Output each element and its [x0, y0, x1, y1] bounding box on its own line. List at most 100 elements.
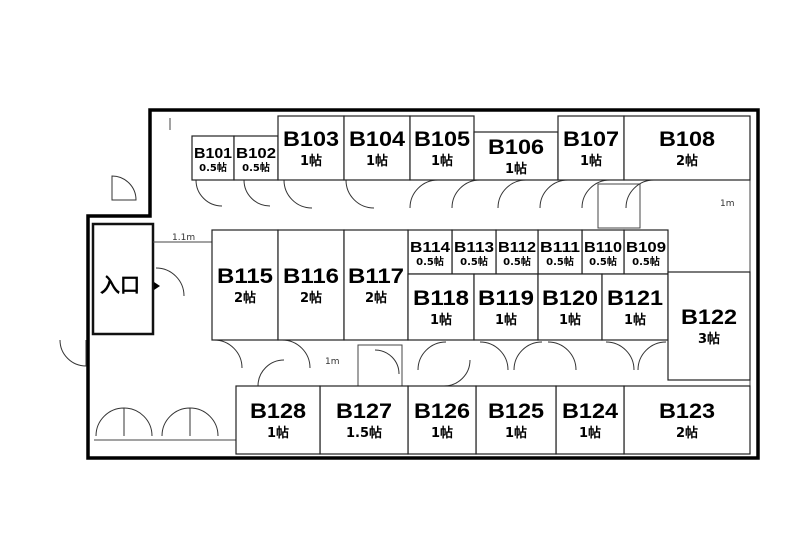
door-swing: [243, 179, 271, 207]
room-size-label: 1帖: [624, 312, 646, 328]
room-box: [233, 135, 279, 181]
room-box: [407, 229, 453, 275]
room-size-label: 1帖: [505, 425, 527, 441]
room-id-label: B105: [414, 128, 470, 151]
room-b121: B121 1帖: [601, 273, 669, 341]
room-size-label: 0.5帖: [546, 255, 574, 268]
room-size-label: 1.5帖: [346, 425, 382, 441]
room-size-label: 1帖: [559, 312, 581, 328]
door-swing: [59, 339, 87, 367]
room-id-label: B108: [659, 128, 715, 151]
room-b127: B127 1.5帖: [319, 385, 409, 455]
room-box: [475, 385, 557, 455]
shaft-box: [597, 183, 641, 229]
door-swing: [161, 407, 191, 437]
door-swing: [513, 341, 543, 371]
room-id-label: B111: [540, 239, 580, 256]
room-box: [537, 273, 603, 341]
door-swing: [195, 179, 223, 207]
room-box: [343, 115, 411, 181]
door-swing: [605, 341, 635, 371]
room-box: [451, 229, 497, 275]
room-b120: B120 1帖: [537, 273, 603, 341]
room-id-label: B113: [454, 239, 494, 256]
room-size-label: 1帖: [580, 153, 602, 169]
room-id-label: B106: [488, 136, 544, 159]
room-b124: B124 1帖: [555, 385, 625, 455]
room-box: [601, 273, 669, 341]
room-id-label: B109: [626, 239, 666, 256]
room-size-label: 0.5帖: [460, 255, 488, 268]
room-id-label: B110: [584, 239, 622, 256]
door-swing: [189, 407, 219, 437]
room-box: [409, 115, 475, 181]
room-id-label: B115: [217, 265, 273, 288]
room-size-label: 2帖: [365, 290, 387, 306]
room-size-label: 2帖: [300, 290, 322, 306]
room-id-label: B112: [498, 239, 536, 256]
room-id-label: B127: [336, 400, 392, 423]
door-swing: [443, 359, 471, 387]
room-id-label: B107: [563, 128, 619, 151]
room-box: [555, 385, 625, 455]
door-swing: [111, 175, 137, 201]
room-box: [473, 273, 539, 341]
room-size-label: 1帖: [430, 312, 452, 328]
room-size-label: 1帖: [267, 425, 289, 441]
door-swing: [637, 341, 667, 371]
door-swing: [547, 341, 577, 371]
room-box: [581, 229, 625, 275]
room-id-label: B104: [349, 128, 405, 151]
room-box: [537, 229, 583, 275]
room-id-label: B123: [659, 400, 715, 423]
room-size-label: 2帖: [234, 290, 256, 306]
dimension-lower-gap-label: 1m: [325, 357, 340, 367]
room-b108: B108 2帖: [623, 115, 751, 181]
room-box: [235, 385, 321, 455]
room-size-label: 1帖: [300, 153, 322, 169]
door-swing: [281, 339, 311, 369]
room-b107: B107 1帖: [557, 115, 625, 181]
room-id-label: B121: [607, 287, 663, 310]
door-swing: [497, 179, 527, 209]
room-size-label: 0.5帖: [242, 161, 270, 174]
room-size-label: 0.5帖: [503, 255, 531, 268]
room-size-label: 3帖: [698, 331, 720, 347]
dimension-right-gap-label: 1m: [720, 199, 735, 209]
door-swing: [213, 339, 243, 369]
room-box: [667, 271, 751, 381]
rooms-layer: B1010.5帖B1020.5帖B1031帖B1041帖B1051帖B1061帖…: [191, 115, 751, 455]
entrance-label: 入口: [100, 273, 140, 297]
room-box: [623, 229, 669, 275]
door-swing: [374, 349, 400, 375]
room-id-label: B124: [562, 400, 618, 423]
door-swing: [417, 341, 447, 371]
room-id-label: B120: [542, 287, 598, 310]
room-size-label: 1帖: [495, 312, 517, 328]
room-b105: B105 1帖: [409, 115, 475, 181]
room-box: [407, 385, 477, 455]
entrance-arrow-icon: [154, 282, 160, 290]
room-b115: B115 2帖: [211, 229, 279, 341]
door-swing: [123, 407, 153, 437]
room-size-label: 1帖: [579, 425, 601, 441]
room-size-label: 0.5帖: [199, 161, 227, 174]
room-box: [623, 385, 751, 455]
door-swing: [539, 179, 569, 209]
room-size-label: 1帖: [431, 153, 453, 169]
room-size-label: 2帖: [676, 153, 698, 169]
